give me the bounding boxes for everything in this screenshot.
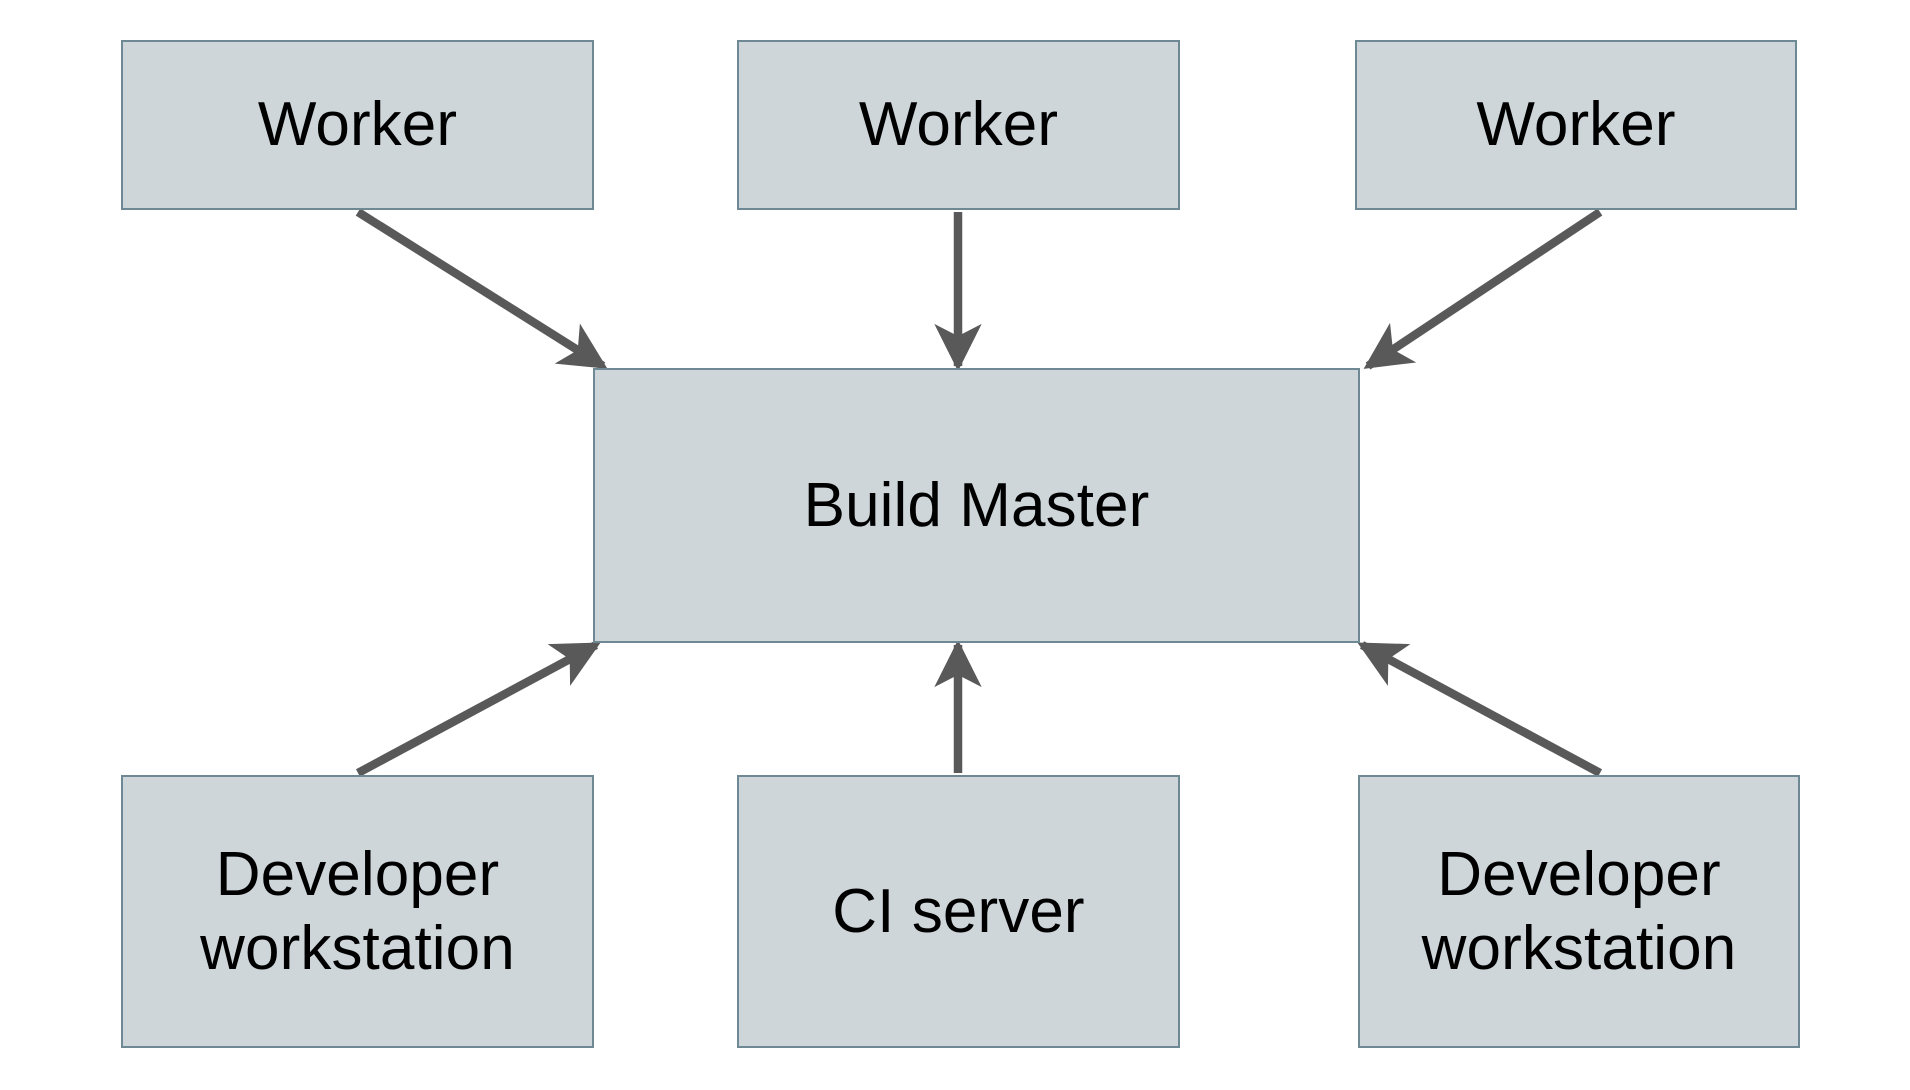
edge-dev-ws-2-to-master — [1357, 641, 1603, 777]
node-ci-server[interactable]: CI server — [737, 775, 1180, 1048]
node-build-master[interactable]: Build Master — [593, 368, 1360, 643]
edge-worker-3-to-master — [1363, 208, 1603, 370]
node-worker-2-label: Worker — [858, 90, 1059, 160]
node-developer-workstation-2-label: Developer workstation — [1421, 840, 1737, 983]
node-build-master-label: Build Master — [803, 470, 1150, 540]
node-worker-3-label: Worker — [1476, 90, 1676, 160]
node-developer-workstation-2[interactable]: Developer workstation — [1358, 775, 1800, 1048]
edge-worker-1-to-master — [355, 208, 608, 370]
edge-dev-ws-1-to-master — [355, 641, 601, 777]
node-worker-1-label: Worker — [257, 90, 458, 160]
node-developer-workstation-1-label: Developer workstation — [200, 840, 515, 983]
node-worker-2[interactable]: Worker — [737, 40, 1180, 210]
node-developer-workstation-1[interactable]: Developer workstation — [121, 775, 594, 1048]
node-worker-3[interactable]: Worker — [1355, 40, 1797, 210]
node-worker-1[interactable]: Worker — [121, 40, 594, 210]
node-ci-server-label: CI server — [832, 876, 1085, 946]
